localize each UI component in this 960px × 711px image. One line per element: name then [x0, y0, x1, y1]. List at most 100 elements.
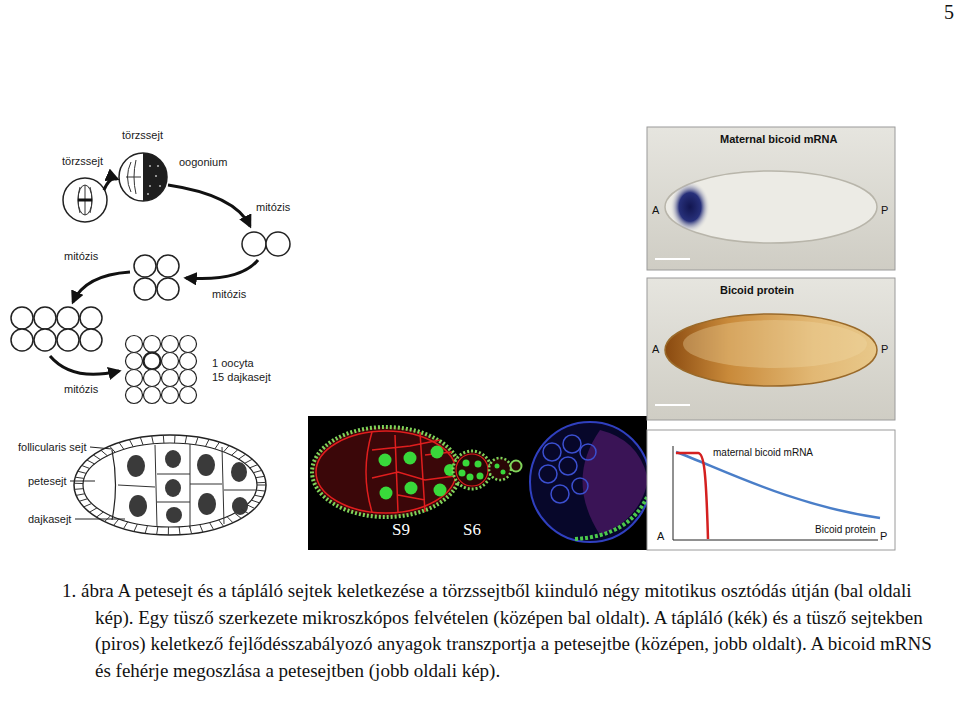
micrograph-panel: Maternal bicoid mRNAAP — [647, 127, 895, 270]
mitosis-arrow — [168, 185, 250, 226]
follicle-cell-border — [119, 443, 124, 450]
axis-label: P — [881, 204, 888, 217]
membrane — [456, 454, 488, 486]
oogonium-half — [143, 153, 167, 201]
mrna-spot — [670, 181, 710, 233]
follicle-cell-border — [76, 494, 85, 496]
follicle-outline — [74, 435, 266, 535]
step-label: mitózis — [64, 383, 98, 396]
nurse-cell — [580, 444, 596, 460]
nucleus — [198, 493, 216, 515]
cell — [11, 329, 33, 351]
nucleus — [379, 454, 392, 467]
membrane — [316, 431, 456, 513]
micrograph-panel: Bicoid proteinAP — [647, 278, 895, 420]
stipple-dot — [149, 185, 151, 187]
cell — [134, 278, 156, 300]
nucleus — [380, 487, 393, 500]
cell — [162, 387, 179, 404]
nurse-cell — [551, 485, 569, 503]
follicle-cell-border — [89, 508, 97, 512]
mrna-curve — [676, 453, 708, 539]
follicle-cell-border — [235, 513, 242, 518]
cell — [57, 329, 79, 351]
chromosomes — [78, 199, 92, 202]
axis-label: A — [657, 530, 664, 543]
follicle-cell-border — [114, 519, 119, 525]
cell — [144, 353, 161, 370]
follicle-cell-border — [179, 527, 181, 535]
nurse-cell — [563, 435, 581, 453]
nucleus — [129, 495, 147, 517]
nurse-nuclei-green — [379, 446, 457, 500]
egg-chamber — [489, 458, 511, 480]
embryo — [665, 314, 877, 386]
follicle-cell-border — [79, 499, 88, 502]
cell — [126, 336, 143, 353]
nurse-cell — [539, 465, 557, 483]
follicle-cell-border — [253, 470, 262, 472]
nucleus — [459, 470, 466, 477]
graph-panel: maternal bicoid mRNABicoid proteinAP — [647, 430, 895, 550]
follicle-cell-border — [215, 442, 220, 449]
stipple-dot — [147, 193, 149, 195]
nucleus — [127, 455, 145, 477]
mitosis-arrow — [104, 178, 117, 190]
nucleus — [463, 460, 470, 467]
follicle-cell-border — [190, 526, 192, 534]
step-label: mitózis — [64, 250, 98, 263]
cell — [144, 336, 161, 353]
cell-membranes — [366, 432, 455, 512]
panel-title: Maternal bicoid mRNA — [720, 133, 837, 146]
cell — [34, 329, 56, 351]
follicle-cell-border — [249, 465, 257, 468]
stage-label: S6 — [463, 520, 481, 540]
spindle — [126, 160, 141, 194]
stage-label: S9 — [392, 520, 410, 540]
cell — [180, 387, 197, 404]
follicle-cell-border — [96, 512, 103, 517]
count-label: 15 dajkasejt — [212, 371, 271, 384]
panel-title: Bicoid protein — [720, 284, 794, 297]
curve-label: maternal bicoid mRNA — [713, 447, 813, 459]
follicle-cell-border — [241, 509, 248, 514]
nucleus — [165, 450, 181, 468]
follicle-cell-border — [75, 477, 84, 478]
leader-lines — [70, 447, 125, 519]
step-label: mitózis — [256, 201, 290, 214]
follicle-cell-border — [256, 476, 265, 477]
nurse-cell — [572, 478, 588, 494]
spindle — [78, 185, 92, 215]
part-label: follicularis sejt — [18, 441, 86, 454]
cell — [157, 278, 179, 300]
part-label: petesejt — [28, 475, 67, 488]
embryo-highlight — [683, 320, 867, 368]
follicle-cell-border — [110, 446, 116, 452]
stipple-dot — [159, 185, 161, 187]
follicle-cell-border — [74, 483, 83, 484]
step-label: mitózis — [212, 288, 246, 301]
nucleus — [231, 462, 247, 482]
egg-chamber — [511, 461, 522, 472]
follicle-cell-border — [239, 454, 246, 459]
cell — [134, 255, 156, 277]
embryo — [665, 171, 877, 243]
mitosis-arrow — [50, 356, 119, 374]
egg-chamber-s6 — [453, 451, 491, 489]
follicle-cell-border — [74, 488, 83, 490]
follicle-cell-border — [152, 436, 154, 444]
nucleus — [166, 507, 182, 523]
cell — [80, 329, 102, 351]
follicle-cell-border — [205, 439, 209, 446]
follicle-cell-border — [247, 505, 255, 509]
follicle-cell-border — [257, 485, 266, 486]
nurse-cell-borders — [118, 444, 256, 528]
egg-outline — [530, 422, 647, 542]
follicle-cell-border — [140, 437, 143, 445]
mitosis-arrow — [186, 260, 258, 279]
curve-label: Bicoid protein — [815, 524, 876, 536]
cell — [162, 370, 179, 387]
cell-label: törzssejt — [62, 155, 103, 168]
panel — [647, 278, 895, 420]
